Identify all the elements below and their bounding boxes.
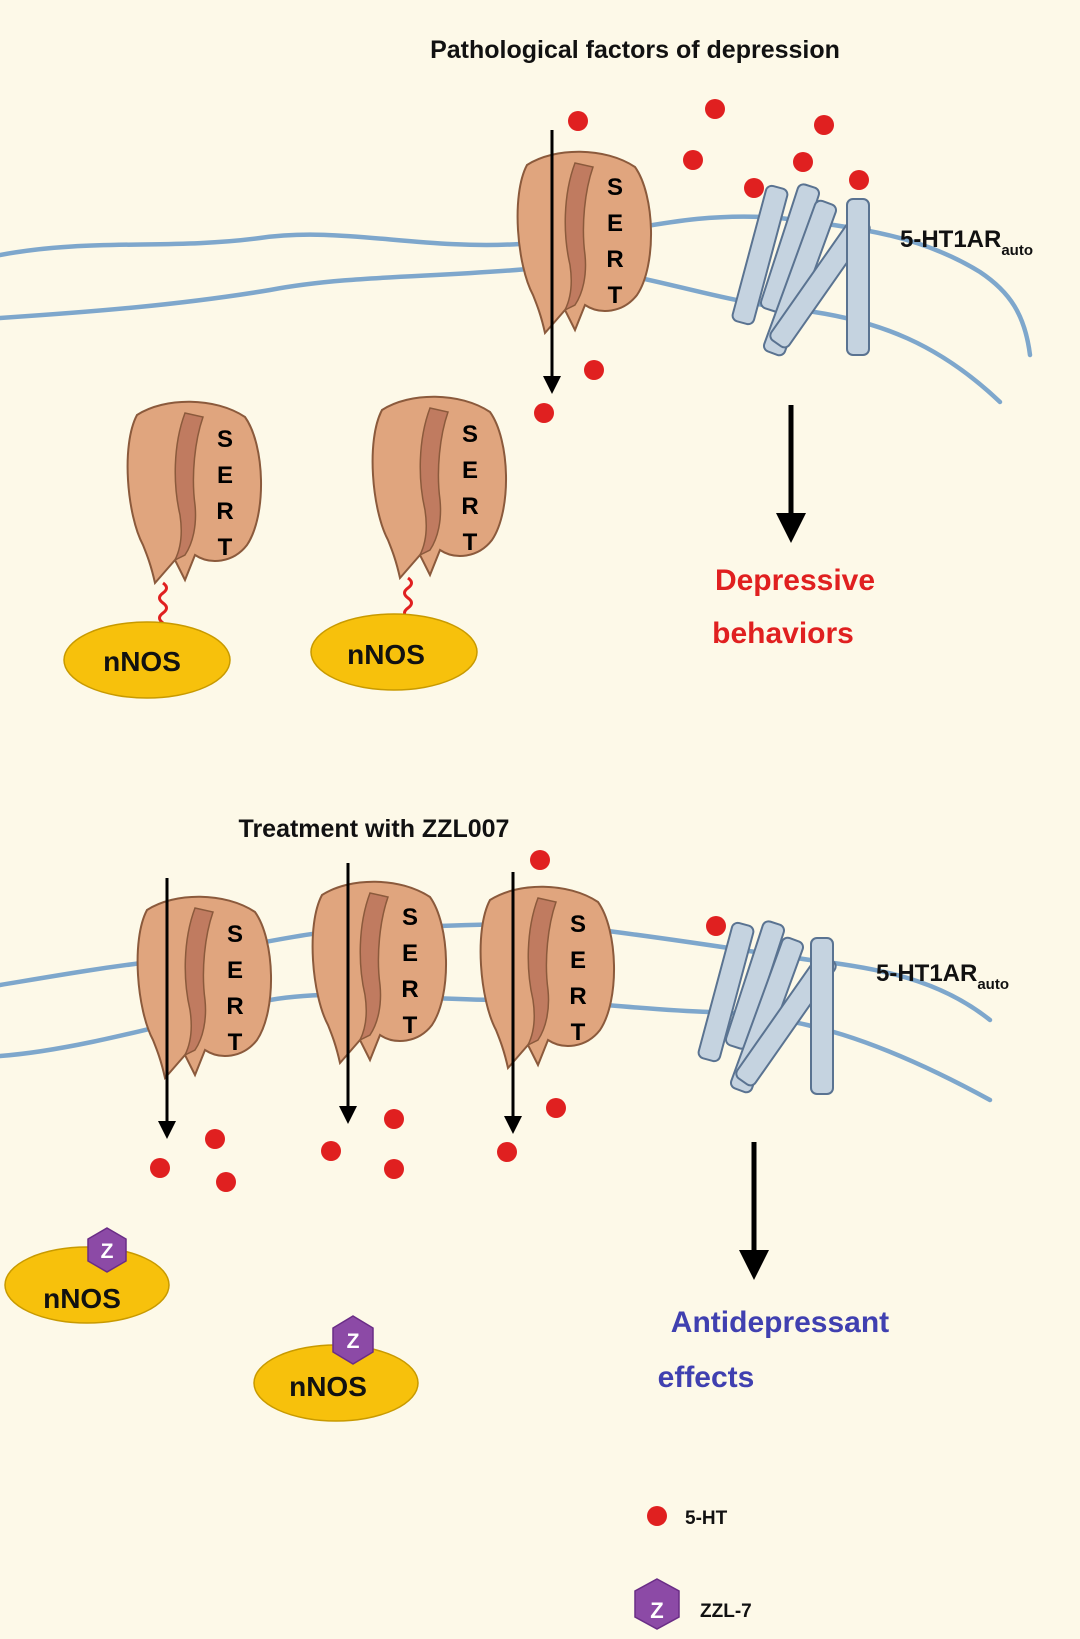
cell-membrane-top	[0, 214, 1033, 405]
receptor-helix-5	[810, 937, 834, 1095]
nnos-label: nNOS	[347, 639, 425, 670]
sert-transporter-cytosolic: S E R T	[371, 395, 508, 579]
legend-drug-label: ZZL-7	[700, 1601, 752, 1622]
sert-nnos-linker	[158, 581, 168, 625]
serotonin-molecule	[546, 1098, 566, 1118]
nnos-drug-complex-1: nNOS Z	[4, 1227, 170, 1324]
sert-letter-r: R	[569, 983, 586, 1010]
receptor-helix-5	[846, 198, 870, 356]
legend-drug-letter: Z	[650, 1598, 663, 1623]
sert-letter-e: E	[570, 947, 586, 974]
sert-transporter-bottom-3: S E R T	[479, 885, 616, 1069]
sert-letter-r: R	[461, 493, 478, 520]
drug-letter: Z	[101, 1240, 114, 1263]
sert-nnos-linker	[403, 576, 413, 620]
serotonin-molecule	[584, 360, 604, 380]
sert-nnos-complex-1: S E R T nNOS	[63, 400, 263, 699]
nnos-enzyme	[63, 621, 231, 699]
receptor-5ht1a-top	[731, 183, 871, 357]
panel-bottom: Treatment with ZZL007 S E R T S E R T S …	[0, 815, 1009, 1422]
sert-letter-t: T	[608, 282, 623, 309]
sert-transporter-bottom-1: S E R T	[136, 895, 273, 1079]
serotonin-molecule	[384, 1159, 404, 1179]
outcome-bottom-line2: effects	[658, 1361, 755, 1394]
serotonin-molecule	[534, 403, 554, 423]
sert-letter-t: T	[571, 1019, 586, 1046]
legend-drug-swatch-icon	[634, 1578, 680, 1630]
sert-letter-t: T	[403, 1012, 418, 1039]
nnos-enzyme	[4, 1246, 170, 1324]
sert-letter-e: E	[217, 462, 233, 489]
serotonin-molecule	[793, 152, 813, 172]
receptor-helix-1	[697, 921, 755, 1063]
serotonin-molecule	[150, 1158, 170, 1178]
sert-letter-r: R	[401, 976, 418, 1003]
panel-top: Pathological factors of depression S E R…	[0, 36, 1033, 699]
sert-letter-s: S	[227, 921, 243, 948]
sert-letter-r: R	[216, 498, 233, 525]
nnos-label: nNOS	[289, 1371, 367, 1402]
outcome-top-line1: Depressive	[715, 564, 875, 597]
sert-letter-s: S	[607, 174, 623, 201]
serotonin-molecule	[814, 115, 834, 135]
serotonin-molecule	[216, 1172, 236, 1192]
sert-letter-s: S	[462, 421, 478, 448]
sert-nnos-complex-2: S E R T nNOS	[310, 395, 508, 691]
receptor-helix-1	[731, 184, 789, 326]
panel-top-title: Pathological factors of depression	[430, 36, 840, 64]
serotonin-molecule	[321, 1141, 341, 1161]
sert-letter-e: E	[607, 210, 623, 237]
outcome-top-line2: behaviors	[712, 617, 854, 650]
sert-letter-e: E	[462, 457, 478, 484]
legend-serotonin-swatch	[647, 1506, 667, 1526]
serotonin-molecule	[744, 178, 764, 198]
serotonin-molecule	[568, 111, 588, 131]
nnos-drug-complex-2: nNOS Z	[253, 1315, 419, 1422]
serotonin-dots-bottom	[150, 850, 726, 1192]
receptor-5ht1a-bottom	[697, 920, 837, 1095]
serotonin-dots-top	[534, 99, 869, 423]
sert-transporter-bottom-2: S E R T	[311, 880, 448, 1064]
serotonin-molecule	[384, 1109, 404, 1129]
serotonin-molecule	[849, 170, 869, 190]
sert-letter-s: S	[402, 904, 418, 931]
zzl7-drug-hexagon	[332, 1315, 374, 1365]
membrane-outer-line	[0, 214, 1033, 358]
receptor-label-bottom: 5-HT1ARauto	[876, 960, 1009, 993]
panel-bottom-title: Treatment with ZZL007	[239, 815, 510, 843]
serotonin-molecule	[705, 99, 725, 119]
sert-letter-t: T	[463, 529, 478, 556]
sert-transporter-top-membrane: S E R T	[516, 150, 653, 334]
serotonin-molecule	[530, 850, 550, 870]
serotonin-molecule	[706, 916, 726, 936]
drug-letter: Z	[347, 1330, 360, 1353]
sert-letter-s: S	[570, 911, 586, 938]
sert-letter-e: E	[227, 957, 243, 984]
sert-letter-t: T	[218, 534, 233, 561]
sert-letter-r: R	[606, 246, 623, 273]
nnos-label: nNOS	[43, 1283, 121, 1314]
serotonin-molecule	[497, 1142, 517, 1162]
sert-letter-r: R	[226, 993, 243, 1020]
sert-letter-t: T	[228, 1029, 243, 1056]
legend-serotonin-label: 5-HT	[685, 1508, 728, 1529]
sert-letter-s: S	[217, 426, 233, 453]
legend: 5-HT Z ZZL-7	[634, 1506, 752, 1630]
nnos-label: nNOS	[103, 646, 181, 677]
serotonin-molecule	[205, 1129, 225, 1149]
serotonin-molecule	[683, 150, 703, 170]
sert-letter-e: E	[402, 940, 418, 967]
sert-transporter-cytosolic: S E R T	[126, 400, 263, 584]
zzl7-drug-hexagon	[87, 1227, 127, 1273]
outcome-bottom-line1: Antidepressant	[671, 1306, 889, 1339]
receptor-label-top: 5-HT1ARauto	[900, 226, 1033, 259]
nnos-enzyme	[310, 613, 478, 691]
